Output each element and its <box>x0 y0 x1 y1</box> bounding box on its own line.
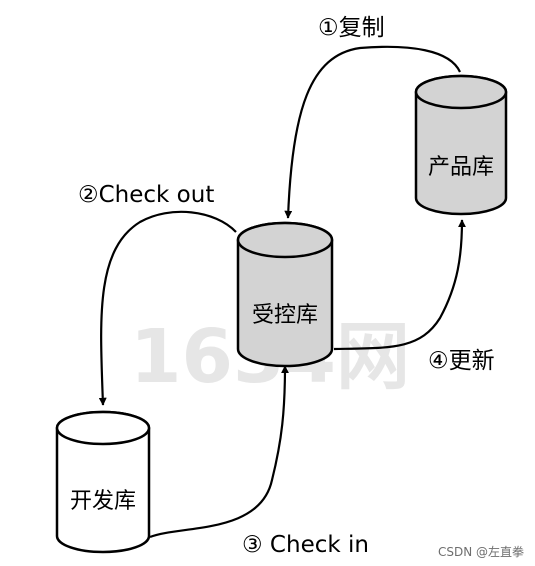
edge-copy-label: ①复制 <box>318 15 385 41</box>
edge-check-out <box>98 210 237 406</box>
edge-check-in-label: ③ Check in <box>242 532 369 558</box>
controlled-repo-cylinder: 受控库 <box>236 221 334 368</box>
controlled-repo-label: 受控库 <box>252 303 318 328</box>
dev-repo-label: 开发库 <box>70 489 136 514</box>
product-repo-cylinder: 产品库 <box>414 74 508 216</box>
product-repo-label: 产品库 <box>428 155 494 180</box>
edge-copy <box>284 45 462 219</box>
edge-check-in <box>149 365 289 539</box>
credit-text: CSDN @左直拳 <box>438 544 524 559</box>
edge-update-label: ④更新 <box>428 348 495 374</box>
edge-check-out-label: ②Check out <box>78 182 214 208</box>
dev-repo-cylinder: 开发库 <box>55 410 151 554</box>
edge-update <box>333 219 466 351</box>
